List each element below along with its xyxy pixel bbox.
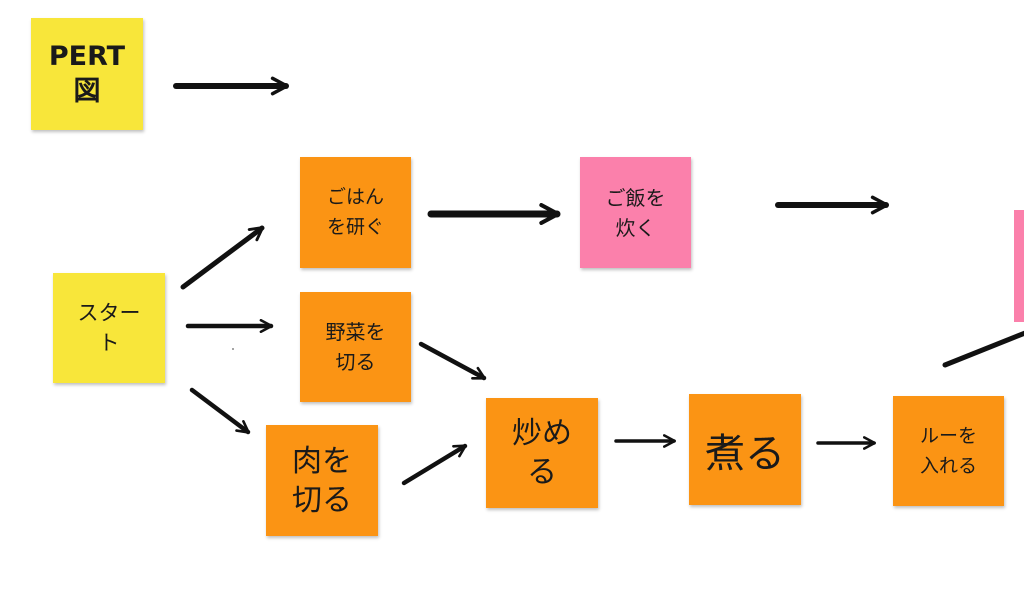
rice-wash-note: ごはん を研ぐ <box>300 157 411 268</box>
rice-wash-label: ごはん を研ぐ <box>326 186 384 238</box>
simmer-label: 煮る <box>705 430 785 477</box>
stray-dot <box>232 348 234 350</box>
simmer-note: 煮る <box>689 394 801 505</box>
add-roux-to-next <box>942 330 1024 368</box>
cut-veg-note: 野菜を 切る <box>300 292 411 402</box>
cut-meat-note: 肉を 切る <box>266 425 378 536</box>
cook-rice-label: ご飯を 炊く <box>605 185 666 240</box>
next-pink-note-partial <box>1014 210 1024 322</box>
start-label: スター ト <box>77 300 141 355</box>
cut-veg-to-stir-fry <box>418 341 487 381</box>
stir-fry-label: 炒め る <box>512 416 572 490</box>
cut-meat-to-stir-fry <box>401 443 468 486</box>
add-roux-label: ルーを 入れる <box>919 424 977 477</box>
cook-rice-note: ご飯を 炊く <box>580 157 691 268</box>
cut-veg-label: 野菜を 切る <box>325 320 386 374</box>
add-roux-note: ルーを 入れる <box>893 396 1004 506</box>
cut-meat-label: 肉を 切る <box>292 443 352 518</box>
start-note: スター ト <box>53 273 165 383</box>
stir-fry-note: 炒め る <box>486 398 598 508</box>
pert-title-note: PERT 図 <box>31 18 143 130</box>
start-to-rice-wash <box>180 225 265 290</box>
pert-title-label: PERT 図 <box>48 40 126 107</box>
start-to-cut-meat <box>189 387 251 435</box>
